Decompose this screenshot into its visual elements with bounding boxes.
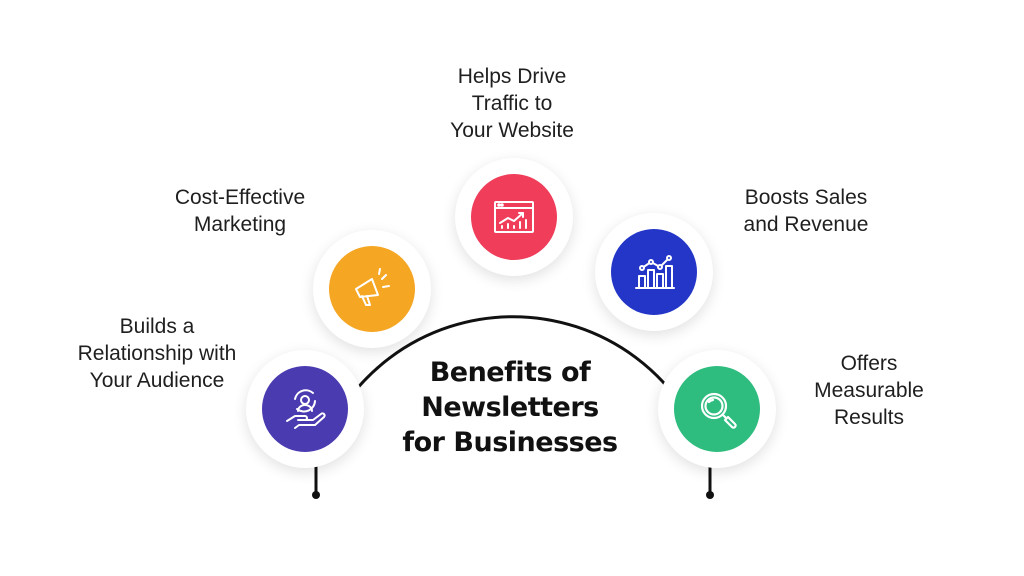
benefit-disc — [611, 229, 697, 315]
magnifier-icon — [700, 392, 737, 429]
benefit-label: Builds a Relationship with Your Audience — [77, 315, 237, 392]
benefit-node-sales — [595, 213, 713, 331]
benefit-node-relationship — [246, 350, 364, 468]
benefit-node-measurable — [658, 350, 776, 468]
benefit-disc — [329, 246, 415, 332]
benefit-label: Boosts Sales and Revenue — [743, 186, 869, 236]
benefit-disc — [262, 366, 348, 452]
megaphone-icon — [355, 268, 390, 306]
diagram-title: Benefits of Newsletters for Businesses — [402, 357, 618, 458]
arc-end-dot-left — [312, 491, 320, 499]
benefit-disc — [674, 366, 760, 452]
benefit-label: Helps Drive Traffic to Your Website — [450, 65, 574, 142]
bar-chart-icon — [635, 255, 675, 289]
benefit-label: Cost-Effective Marketing — [174, 186, 306, 236]
benefit-node-cost-effective — [313, 230, 431, 348]
benefit-label: Offers Measurable Results — [814, 352, 924, 429]
benefit-node-traffic — [455, 158, 573, 276]
browser-chart-icon — [494, 201, 534, 233]
benefit-disc — [471, 174, 557, 260]
hand-with-person-icon — [286, 389, 326, 429]
arc-end-dot-right — [706, 491, 714, 499]
